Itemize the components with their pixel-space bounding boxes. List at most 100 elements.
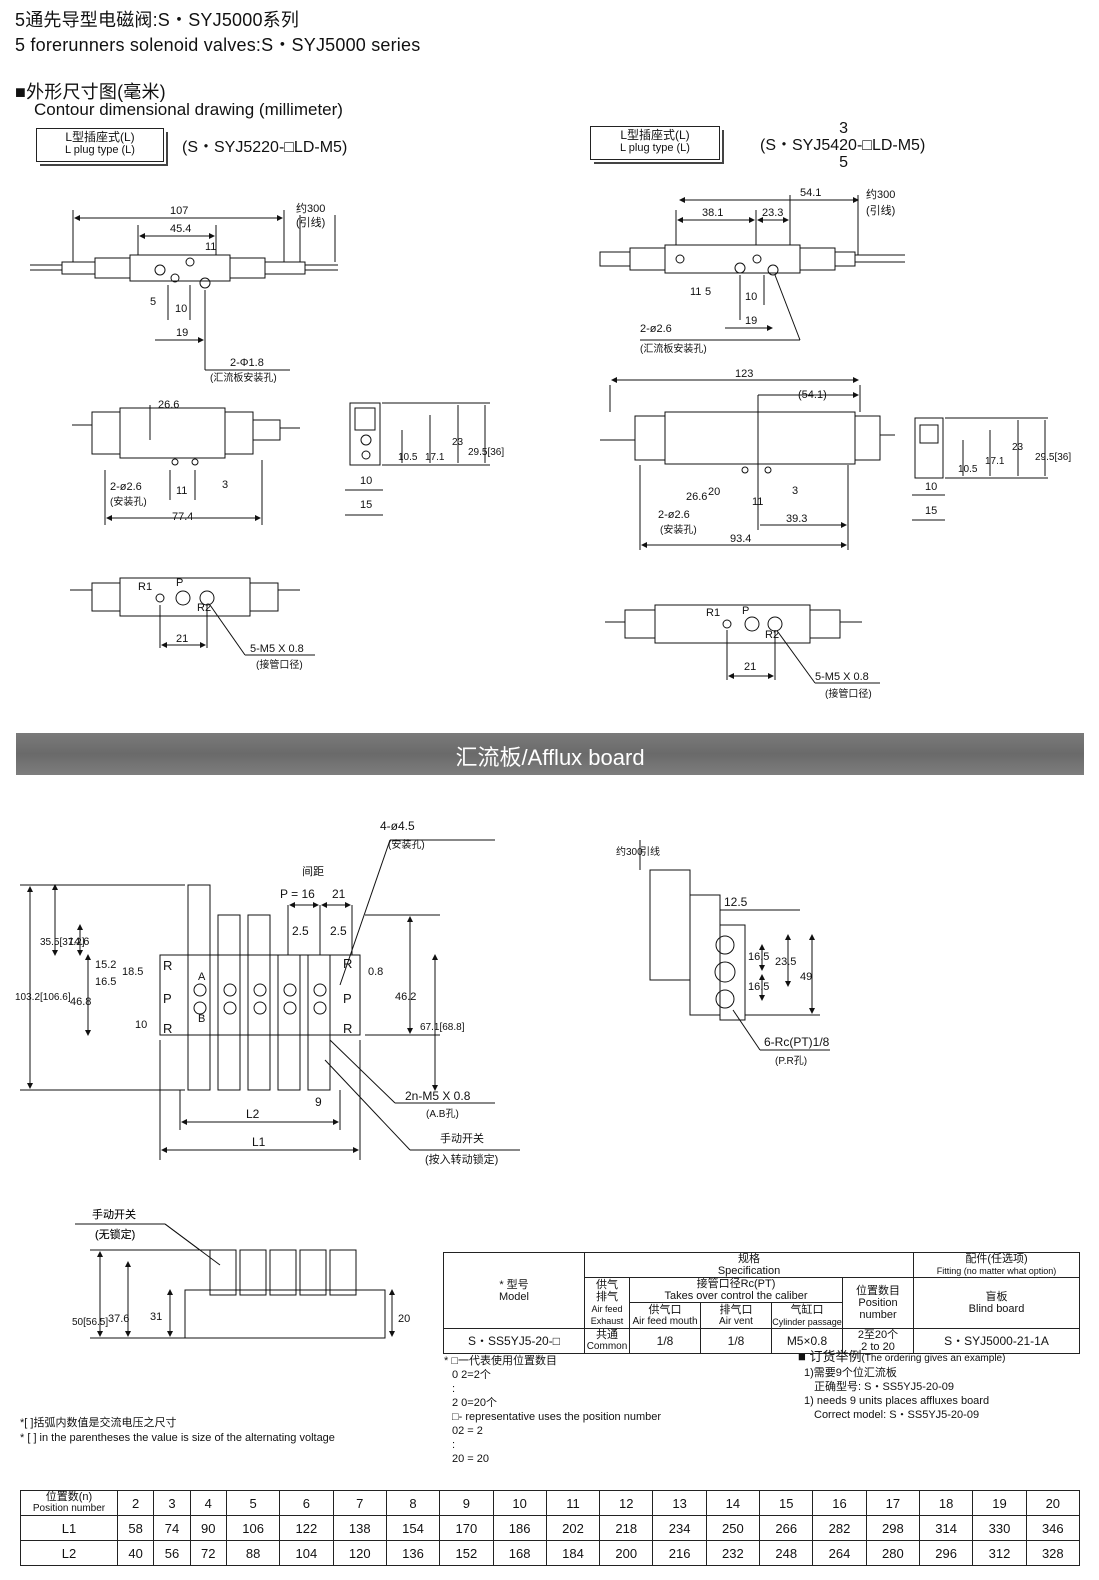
- note-mid-3: :: [452, 1383, 456, 1395]
- dim-19: 19: [176, 327, 188, 339]
- table-cell: 104: [279, 1540, 334, 1566]
- front-dim-37-6: 37.6: [108, 1313, 129, 1325]
- dim-hole-note: (汇流板安装孔): [640, 342, 707, 355]
- dim-67-1: 67.1[68.8]: [420, 1022, 465, 1033]
- dim-2-5a: 2.5: [292, 924, 309, 938]
- dim-19: 19: [745, 315, 757, 327]
- table-cell: 314: [918, 1515, 974, 1541]
- front-view-drawing: 手动开关 (无锁定) 50[56.5] 37.6 31 20: [72, 1207, 410, 1339]
- front-view-labels: 手动开关 (无锁定) 50[56.5] 37.6 31 20: [92, 1207, 136, 1241]
- dim-wire-lead: (引线): [296, 215, 325, 229]
- dim-port-note: (接管口径): [825, 687, 872, 700]
- exhaust-en2: Exhaust: [590, 1316, 624, 1326]
- dim-port: 6-Rc(PT)1/8: [764, 1035, 830, 1049]
- order-title-cn: ■ 订货举例: [798, 1349, 862, 1364]
- table-cell: 250: [705, 1515, 761, 1541]
- plug-label-right: L型插座式(L) L plug type (L): [590, 126, 724, 164]
- port-r1: R1: [138, 581, 152, 593]
- cylinder-en: Cylinder passage: [772, 1316, 842, 1327]
- spec-row-mouth: 1/8: [629, 1328, 701, 1354]
- port-r1: R1: [706, 607, 720, 619]
- model-right-sub: 5: [839, 154, 849, 171]
- position-col-header: 2: [116, 1490, 155, 1516]
- right-front-view: [600, 377, 895, 550]
- notes-mid: * □一代表使用位置数目 0 2=2个 : 2 0=20个 □- represe…: [444, 1354, 661, 1466]
- dim-mount-hole-note: (安装孔): [660, 523, 697, 536]
- spec-model-header: * 型号 Model: [443, 1252, 585, 1329]
- dim-wire: 约300: [616, 845, 643, 858]
- dim-54-1b: (54.1): [798, 389, 827, 401]
- dim-93-4: 93.4: [730, 533, 751, 545]
- port-r2: R2: [197, 602, 211, 614]
- position-head-cn: 位置数(n): [45, 1491, 93, 1503]
- dim-mount-holes: 4-ø4.5: [380, 819, 415, 833]
- dim-10b: 10: [925, 481, 937, 493]
- order-example: ■ 订货举例(The ordering gives an example) 1)…: [798, 1350, 1088, 1422]
- dim-11: 11: [205, 241, 216, 253]
- dim-23-5: 23.5: [775, 956, 796, 968]
- table-cell: 280: [865, 1540, 921, 1566]
- dim-14-6: 14.6: [68, 936, 89, 948]
- position-col-header: 18: [918, 1490, 974, 1516]
- spec-header-cn: 规格: [738, 1253, 760, 1265]
- dim-17-1: 17.1: [425, 452, 445, 463]
- table-cell: 40: [116, 1540, 155, 1566]
- cylinder-cn: 气缸口: [790, 1303, 824, 1316]
- dim-103-2: 103.2[106.6]: [15, 992, 71, 1003]
- fitting-header: 配件(任选项) Fitting (no matter what option): [913, 1252, 1080, 1278]
- dim-107: 107: [170, 205, 188, 217]
- plug-label-left: L型插座式(L) L plug type (L): [36, 128, 168, 166]
- model-right-sup: 3: [839, 120, 849, 137]
- dim-port: 5-M5 X 0.8: [815, 671, 869, 683]
- table-cell: 170: [439, 1515, 494, 1541]
- air-vent-cn: 排气口: [719, 1303, 753, 1316]
- spec-row-common-cn: 共通: [596, 1329, 618, 1341]
- dim-3: 3: [792, 485, 798, 497]
- position-col-header: 3: [153, 1490, 191, 1516]
- dim-21: 21: [332, 887, 346, 901]
- front-dim-20: 20: [398, 1313, 410, 1325]
- position-col-header: 15: [759, 1490, 814, 1516]
- dim-5: 5: [150, 296, 156, 308]
- manual-switch-note: (无锁定): [95, 1227, 135, 1241]
- pitch-label-cn: 间距: [302, 865, 324, 878]
- dim-9: 9: [315, 1095, 322, 1109]
- table-cell: 218: [599, 1515, 654, 1541]
- dim-port-note: (接管口径): [256, 658, 303, 671]
- dim-39-3: 39.3: [786, 513, 807, 525]
- spec-header: 规格 Specification: [584, 1252, 914, 1278]
- port-letter-r2: R: [163, 1021, 172, 1036]
- fitting-header-cn: 配件(任选项): [965, 1253, 1028, 1265]
- dim-23-3: 23.3: [762, 207, 783, 219]
- position-col-header: 10: [492, 1490, 547, 1516]
- spec-row-common-en: Common: [586, 1341, 628, 1352]
- port-size-header: 接管口径Rc(PT) Takes over control the calibe…: [629, 1277, 843, 1303]
- exhaust-cn1: 供气: [596, 1279, 618, 1291]
- spec-row-blind: S・SYJ5000-21-1A: [913, 1328, 1080, 1354]
- left-front-view: [72, 405, 300, 525]
- port-letter-p2: P: [343, 991, 352, 1006]
- dim-18-5: 18.5: [122, 966, 143, 978]
- front-dim-31: 31: [150, 1311, 162, 1323]
- dim-mount-holes-note: (安装孔): [388, 838, 425, 851]
- row-label: L2: [20, 1540, 118, 1566]
- title-en: 5 forerunners solenoid valves:S・SYJ5000 …: [15, 35, 421, 55]
- position-header: 位置数目 Position number: [842, 1277, 914, 1329]
- position-col-header: 5: [225, 1490, 281, 1516]
- position-head-label: 位置数(n) Position number: [20, 1490, 118, 1516]
- table-cell: 264: [812, 1540, 867, 1566]
- dim-123: 123: [735, 368, 753, 380]
- dim-16-5: 16.5: [95, 976, 116, 988]
- dim-10: 10: [745, 291, 757, 303]
- note-mid-2: 0 2=2个: [452, 1369, 491, 1381]
- table-cell: 200: [599, 1540, 654, 1566]
- dim-29-5: 29.5[36]: [468, 447, 504, 458]
- model-right-b: 20-□LD-M5): [839, 137, 926, 154]
- table-cell: 136: [385, 1540, 441, 1566]
- table-cell: 266: [759, 1515, 814, 1541]
- table-cell: 90: [189, 1515, 227, 1541]
